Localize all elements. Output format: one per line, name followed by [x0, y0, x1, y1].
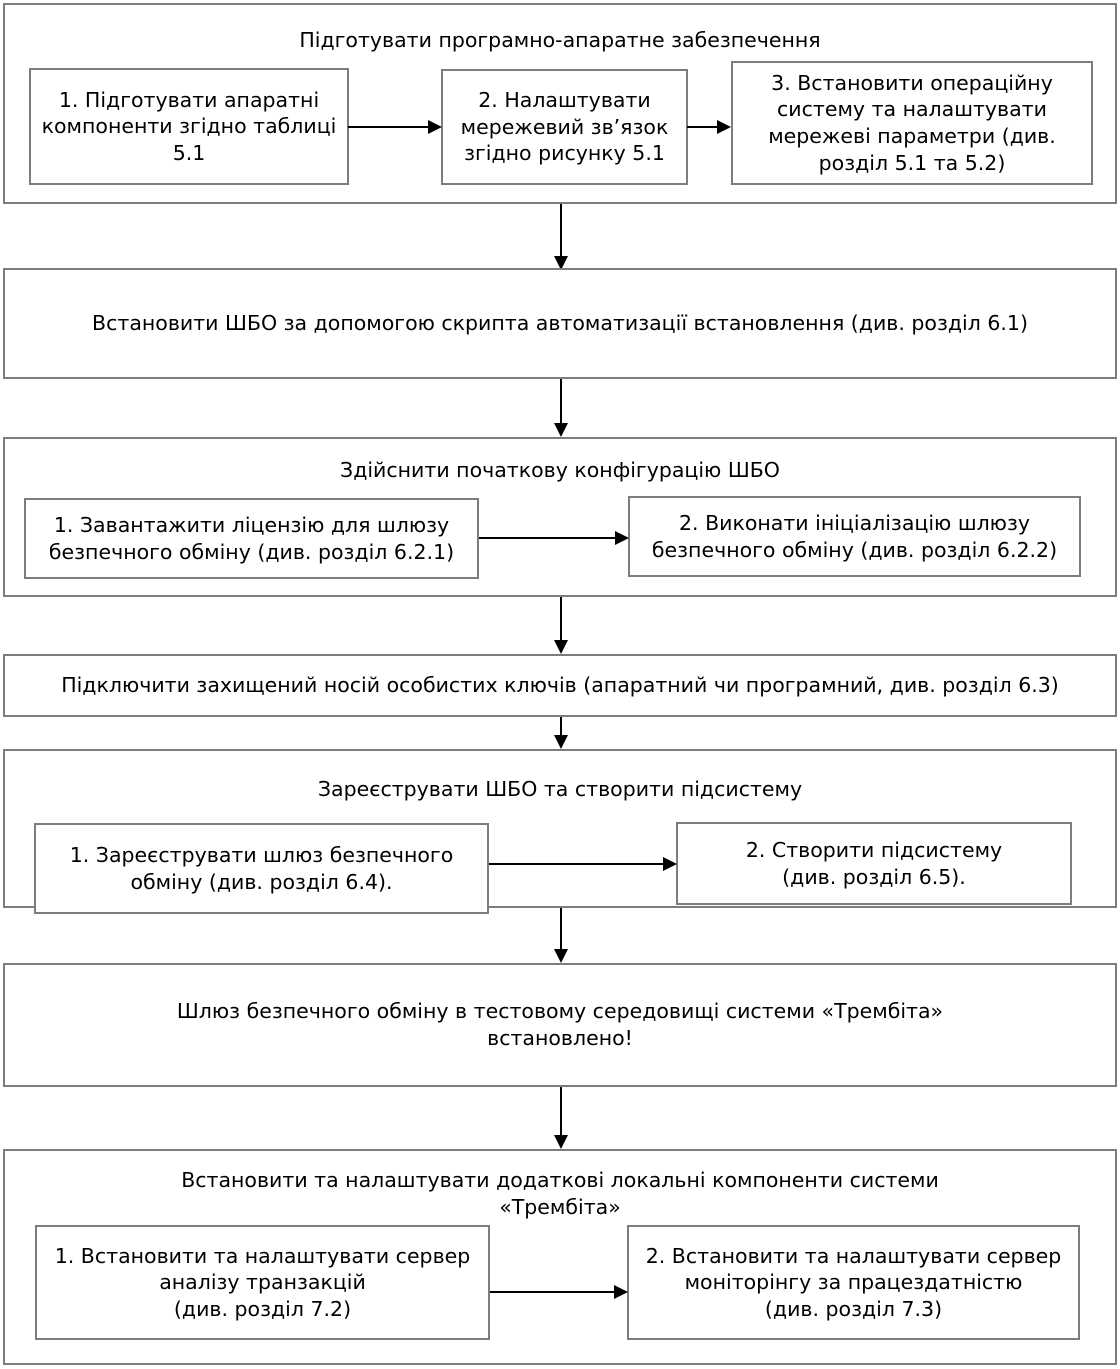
connector-section4-to-section5 [554, 717, 568, 749]
group-title-prepare-hw-sw: Підготувати програмно-апаратне забезпече… [299, 28, 821, 52]
box-install-sbo[interactable]: Встановити ШБО за допомогою скрипта авто… [3, 268, 1117, 379]
node-transaction-analysis-server[interactable]: 1. Встановити та налаштувати сервер анал… [35, 1225, 490, 1340]
group-title-additional-components: Встановити та налаштувати додаткові лока… [181, 1168, 939, 1219]
node-initialize-gateway[interactable]: 2. Виконати ініціалізацію шлюзу безпечно… [628, 496, 1081, 577]
box-installed-message[interactable]: Шлюз безпечного обміну в тестовому серед… [3, 963, 1117, 1087]
box-connect-key-carrier[interactable]: Підключити захищений носій особистих клю… [3, 654, 1117, 717]
node-prepare-hardware[interactable]: 1. Підготувати апаратні компоненти згідн… [29, 68, 349, 185]
node-configure-network[interactable]: 2. Налаштувати мережевий зв’язок згідно … [441, 69, 688, 185]
connector-section5-to-section6 [554, 908, 568, 963]
node-create-subsystem[interactable]: 2. Створити підсистему (див. розділ 6.5)… [676, 822, 1072, 905]
node-upload-license[interactable]: 1. Завантажити ліцензію для шлюзу безпеч… [24, 498, 479, 579]
group-title-initial-config: Здійснити початкову конфігурацію ШБО [340, 458, 780, 482]
node-monitoring-server[interactable]: 2. Встановити та налаштувати сервер моні… [627, 1225, 1080, 1340]
node-register-gateway[interactable]: 1. Зареєструвати шлюз безпечного обміну … [34, 823, 489, 914]
connector-section3-to-section4 [554, 597, 568, 654]
connector-section6-to-section7 [554, 1087, 568, 1149]
group-title-register-sbo: Зареєструвати ШБО та створити підсистему [317, 777, 803, 801]
node-install-os[interactable]: 3. Встановити операційну систему та нала… [731, 61, 1093, 185]
connector-section2-to-section3 [554, 379, 568, 437]
connector-section1-to-section2 [554, 204, 568, 270]
